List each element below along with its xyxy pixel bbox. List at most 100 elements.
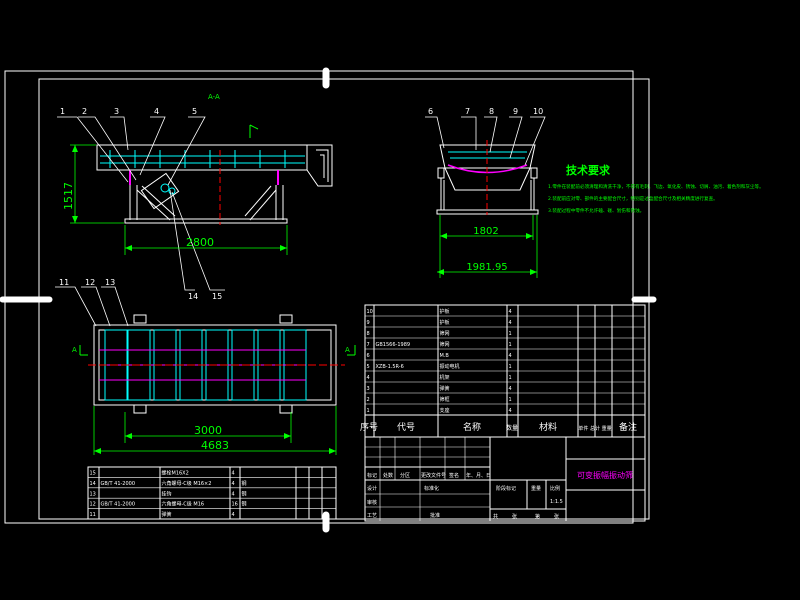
bom-main-cell: 4: [509, 309, 512, 315]
bom-main-cell: 4: [509, 320, 512, 326]
bom-main-cell: 护板: [440, 319, 450, 326]
tb-label-change: 更改文件号: [421, 472, 446, 479]
balloon-14: 14: [188, 292, 198, 301]
bom-main-cell: 1: [509, 375, 512, 381]
bom-left-cell: 4: [232, 481, 235, 487]
balloon-6: 6: [428, 107, 433, 116]
balloon-4: 4: [154, 107, 159, 116]
bom-main-cell: 1: [509, 331, 512, 337]
bom-left-cell: 螺栓M16X2: [162, 469, 189, 476]
bom-header-material: 材料: [539, 421, 557, 433]
tb-scale-label: 比例: [550, 485, 560, 492]
balloon-2: 2: [82, 107, 87, 116]
bom-main-cell: 4: [509, 353, 512, 359]
bom-main-cell: 机架: [440, 374, 450, 381]
tb-stage-label: 阶段标记: [496, 485, 516, 492]
bom-main-cell: 筛网: [440, 341, 450, 348]
tb-sheet-no-suffix: 张: [554, 513, 559, 520]
balloon-11: 11: [59, 278, 69, 287]
bom-main-cell: 筛框: [440, 396, 450, 403]
bom-main-cell: 支座: [440, 407, 450, 414]
tb-role-design: 设计: [367, 485, 377, 492]
bom-header-qty: 数量: [506, 424, 518, 432]
tb-label-zone: 分区: [400, 472, 410, 479]
section-mark-aa: A-A: [208, 93, 220, 101]
dim-front-span: 2800: [186, 236, 214, 249]
tech-title: 技术要求: [566, 163, 611, 177]
bom-header-no: 序号: [360, 421, 378, 433]
bom-main-cell: 6: [367, 353, 370, 359]
tb-sheet-total-prefix: 共: [493, 513, 498, 520]
bom-main-cell: 4: [509, 408, 512, 414]
bom-left-cell: 钢: [242, 490, 247, 497]
plan-mark-left: A: [72, 346, 77, 354]
balloon-3: 3: [114, 107, 119, 116]
tb-label-count: 处数: [383, 472, 393, 479]
tb-weight-label: 重量: [531, 485, 541, 492]
dim-side-inner: 1802: [473, 226, 498, 237]
bom-left-cell: 弹簧: [162, 511, 172, 518]
bom-main-cell: 1: [509, 342, 512, 348]
bom-left-cell: 12: [90, 502, 96, 508]
bom-left-cell: 钢: [242, 480, 247, 487]
tb-role-review: 审核: [367, 499, 377, 506]
bom-left-cell: 16: [232, 502, 238, 508]
bom-left-cell: 4: [232, 470, 235, 476]
bom-main-cell: 2: [367, 397, 370, 403]
tb-sheet-total-suffix: 张: [512, 513, 517, 520]
bom-main-cell: 10: [367, 309, 373, 315]
bom-left-cell: 13: [90, 491, 96, 497]
tech-item-1: 1.零件在装配前必须清理和清洗干净，不得有毛刺、飞边、氧化皮、锈蚀、切屑、油污、…: [548, 183, 764, 190]
bom-main-cell: 4: [509, 386, 512, 392]
balloon-1: 1: [60, 107, 65, 116]
bom-main-cell: 7: [367, 342, 370, 348]
bom-main-cell: 3: [367, 386, 370, 392]
bom-left-cell: 14: [90, 481, 96, 487]
dim-plan-total: 4683: [201, 439, 229, 452]
bom-header-code: 代号: [397, 422, 415, 433]
tb-drawing-title: 可变振幅振动筛: [577, 470, 633, 480]
tech-requirements: 技术要求 1.零件在装配前必须清理和清洗干净，不得有毛刺、飞边、氧化皮、锈蚀、切…: [548, 163, 764, 214]
sheet-frame: [4, 70, 650, 524]
balloon-15: 15: [212, 292, 222, 301]
bom-left-cell: GB/T 41-2000: [101, 481, 136, 487]
bom-main-cell: 4: [367, 375, 370, 381]
balloon-5: 5: [192, 107, 197, 116]
front-view: 1 2 3 4 5 14 15 1517 2800: [57, 107, 333, 301]
tech-item-3: 3.装配过程中零件不允许磕、碰、划伤和锈蚀。: [548, 207, 644, 214]
bom-left-cell: 六角螺母-C级 M16: [162, 501, 205, 508]
bom-left-cell: GB/T 41-2000: [101, 502, 136, 508]
balloon-7: 7: [465, 107, 470, 116]
tb-role-approve: 批准: [430, 512, 440, 519]
balloon-10: 10: [533, 107, 543, 116]
bom-main-cell: GB1566-1989: [376, 342, 411, 348]
title-block: 标记 处数 分区 更改文件号 签名 年、月、日 设计 标准化 审核 工艺 批准 …: [364, 436, 646, 522]
tb-role-standard: 标准化: [424, 485, 439, 492]
tb-sheet-no-prefix: 第: [535, 513, 540, 520]
bom-left-cell: 4: [232, 512, 235, 518]
bom-main-header-row: 序号 代号 名称 数量 材料 单件 总计 重量 备注: [360, 421, 637, 433]
dim-side-outer: 1981.95: [466, 262, 507, 273]
bom-header-name: 名称: [463, 421, 481, 433]
bom-left-cell: 挂钩: [162, 490, 172, 497]
bom-main-cell: 振动电机: [440, 363, 460, 370]
bom-main-cell: 弹簧: [440, 385, 450, 392]
tb-label-sign: 签名: [449, 472, 459, 479]
bom-header-weight: 单件 总计 重量: [578, 425, 611, 432]
tb-role-process: 工艺: [367, 513, 377, 519]
balloon-13: 13: [105, 278, 115, 287]
balloon-12: 12: [85, 278, 95, 287]
plan-view: A A: [55, 278, 356, 455]
balloon-9: 9: [513, 107, 518, 116]
side-view: 6 7 8 9 10 1802 1981.95: [425, 107, 546, 278]
bom-left-cell: 11: [90, 512, 96, 518]
bom-left-cell: 钢: [242, 501, 247, 508]
bom-main-cell: XZB-1.5R-6: [376, 364, 404, 370]
bom-main-cell: 5: [367, 364, 370, 370]
tb-label-date: 年、月、日: [466, 472, 491, 479]
plan-mark-right: A: [345, 346, 350, 354]
tb-scale-value: 1:1.5: [550, 499, 563, 505]
